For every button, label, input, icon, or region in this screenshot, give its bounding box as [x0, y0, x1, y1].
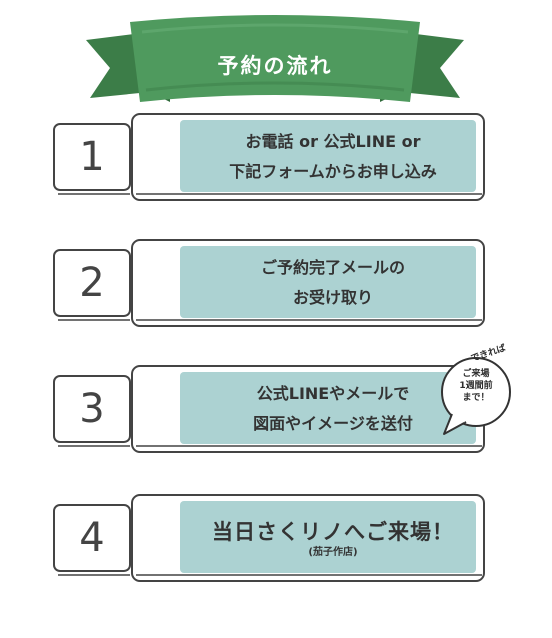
step-card-2: 2 ご予約完了メールの お受け取り — [50, 236, 490, 332]
step-text-line: 下記フォームからお申し込み — [229, 162, 437, 181]
step-description: 公式LINEやメールで 図面やイメージを送付 — [188, 370, 478, 448]
ribbon-graphic — [86, 15, 464, 102]
step-card-1: 1 お電話 or 公式LINE or 下記フォームからお申し込み — [50, 110, 490, 206]
step-text-line: 当日さくリノへご来場！ — [212, 520, 454, 544]
bubble-line: まで！ — [462, 393, 490, 403]
title-ribbon: 予約の流れ — [80, 10, 470, 120]
step-description: 当日さくリノへご来場！ (茄子作店) — [188, 499, 478, 577]
step-subtext: (茄子作店) — [308, 547, 358, 558]
step-description: お電話 or 公式LINE or 下記フォームからお申し込み — [188, 118, 478, 196]
step-text-line: 公式LINEやメールで — [256, 384, 410, 403]
step-text-line: ご予約完了メールの — [260, 258, 405, 277]
bubble-text: ご来場 1週間前 まで！ — [442, 368, 510, 404]
step-card-3: 3 公式LINEやメールで 図面やイメージを送付 — [50, 362, 490, 458]
step-frame — [53, 494, 485, 582]
bubble-line: ご来場 — [462, 369, 490, 379]
step-frame — [53, 113, 485, 201]
step-number: 2 — [79, 260, 105, 306]
step-text-line: 図面やイメージを送付 — [253, 414, 413, 433]
step-number: 1 — [79, 134, 105, 180]
step-description: ご予約完了メールの お受け取り — [188, 244, 478, 322]
step-card-4: 4 当日さくリノへご来場！ (茄子作店) — [50, 491, 490, 587]
step-number: 4 — [79, 515, 105, 561]
speech-bubble-icon — [441, 357, 511, 435]
step-text-line: お受け取り — [292, 288, 373, 307]
bubble-line: 1週間前 — [459, 381, 493, 391]
step-frame — [53, 365, 485, 453]
step-number: 3 — [79, 386, 105, 432]
page-title: 予約の流れ — [217, 54, 333, 78]
step-frame — [53, 239, 485, 327]
step-text-line: お電話 or 公式LINE or — [245, 132, 421, 151]
note-bubble: できれば ご来場 1週間前 まで！ — [430, 342, 530, 442]
